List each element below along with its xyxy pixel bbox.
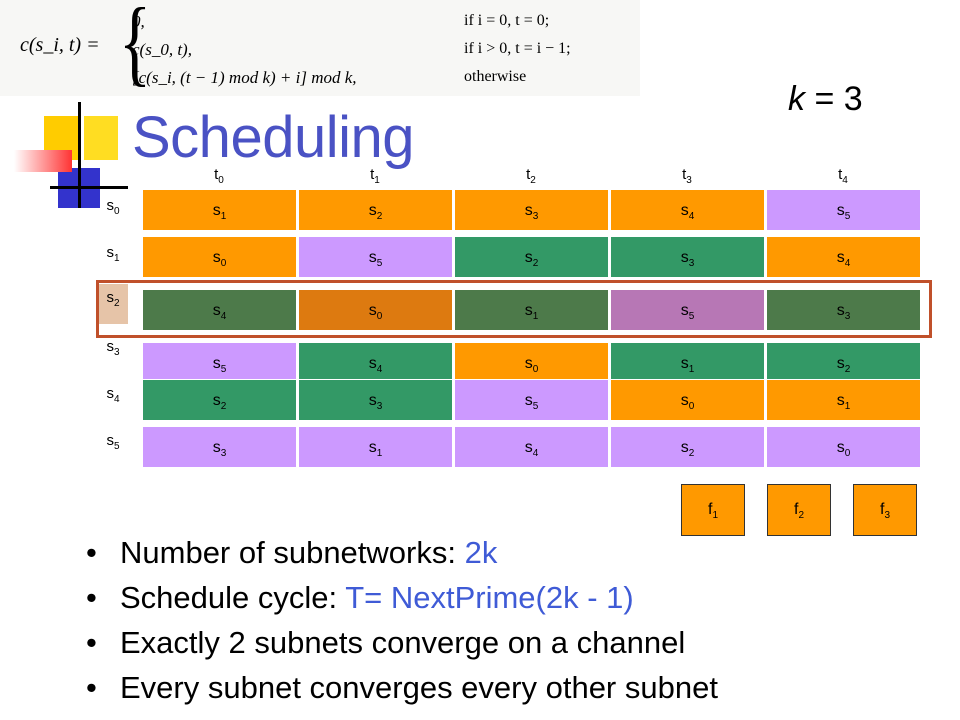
- schedule-cell: s3: [454, 189, 609, 231]
- bullet-schedule-cycle: Schedule cycle: T= NextPrime(2k - 1): [86, 575, 718, 620]
- schedule-cell: s0: [766, 426, 921, 468]
- schedule-cell: s1: [298, 426, 453, 468]
- schedule-cell: s5: [298, 236, 453, 278]
- page-title: Scheduling: [132, 105, 415, 170]
- schedule-cell: s4: [454, 426, 609, 468]
- bullet-subnetworks: Number of subnetworks: 2k: [86, 530, 718, 575]
- time-slot-t2: t2: [526, 166, 536, 186]
- formula-case-3-cond: otherwise: [464, 68, 527, 85]
- schedule-cell: s5: [454, 379, 609, 421]
- subnet-s4: s4: [106, 385, 120, 405]
- schedule-cell: s2: [298, 189, 453, 231]
- schedule-cell: s0: [298, 289, 453, 331]
- bullet-list: Number of subnetworks: 2k Schedule cycle…: [86, 530, 718, 710]
- schedule-cell: s3: [610, 236, 765, 278]
- formula-case-2-expr: c(s_0, t),: [132, 40, 192, 59]
- schedule-cell: s1: [766, 379, 921, 421]
- time-slot-t3: t3: [682, 166, 692, 186]
- bullet-converge-channel: Exactly 2 subnets converge on a channel: [86, 620, 718, 665]
- schedule-cell: s1: [142, 189, 297, 231]
- formula-brace: {: [118, 0, 152, 95]
- schedule-cell: s3: [766, 289, 921, 331]
- schedule-cell: s3: [298, 379, 453, 421]
- schedule-cell: s3: [142, 426, 297, 468]
- schedule-cell: s4: [142, 289, 297, 331]
- formula-case-3-expr: [c(s_i, (t − 1) mod k) + i] mod k,: [132, 68, 357, 87]
- subnet-s1: s1: [106, 244, 120, 264]
- schedule-cell: s0: [610, 379, 765, 421]
- time-slot-t0: t0: [214, 166, 224, 186]
- formula-image: c(s_i, t) = { 0, if i = 0, t = 0; c(s_0,…: [0, 0, 640, 96]
- frequency-f3: f3: [853, 484, 917, 536]
- schedule-cell: s4: [298, 342, 453, 384]
- schedule-cell: s1: [454, 289, 609, 331]
- formula-case-1-cond: if i = 0, t = 0;: [464, 12, 550, 29]
- schedule-cell: s2: [610, 426, 765, 468]
- subnet-s3: s3: [106, 338, 120, 358]
- schedule-cell: s1: [610, 342, 765, 384]
- schedule-cell: s5: [142, 342, 297, 384]
- subnet-s2: s2: [98, 284, 128, 324]
- time-slot-t1: t1: [370, 166, 380, 186]
- formula-case-2-cond: if i > 0, t = i − 1;: [464, 40, 571, 57]
- schedule-cell: s2: [142, 379, 297, 421]
- schedule-cell: s4: [610, 189, 765, 231]
- frequency-f1: f1: [681, 484, 745, 536]
- schedule-cell: s0: [142, 236, 297, 278]
- k-value-label: k = 3: [788, 80, 863, 118]
- schedule-cell: s4: [766, 236, 921, 278]
- frequency-f2: f2: [767, 484, 831, 536]
- subnet-s5: s5: [106, 432, 120, 452]
- formula-case-1-expr: 0,: [132, 12, 145, 31]
- time-slot-t4: t4: [838, 166, 848, 186]
- schedule-cell: s2: [454, 236, 609, 278]
- schedule-cell: s0: [454, 342, 609, 384]
- bullet-converge-every: Every subnet converges every other subne…: [86, 665, 718, 710]
- schedule-cell: s5: [610, 289, 765, 331]
- schedule-cell: s5: [766, 189, 921, 231]
- schedule-cell: s2: [766, 342, 921, 384]
- formula-lhs: c(s_i, t) =: [20, 34, 100, 56]
- subnet-s0: s0: [106, 197, 120, 217]
